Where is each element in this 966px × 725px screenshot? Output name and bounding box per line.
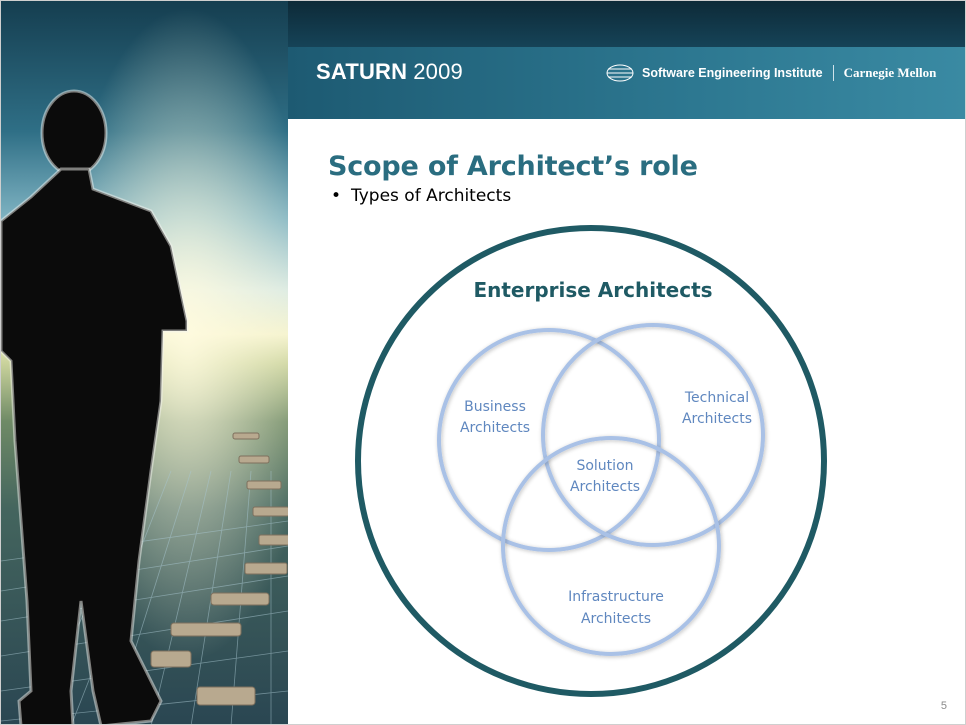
sei-globe-icon xyxy=(606,64,634,82)
business-architects-circle xyxy=(437,328,661,552)
enterprise-architects-label: Enterprise Architects xyxy=(473,278,712,302)
header-divider xyxy=(832,65,834,81)
infrastructure-architects-circle xyxy=(501,436,721,656)
solution-architects-label-line2: Architects xyxy=(570,479,640,495)
bullet-text: Types of Architects xyxy=(351,186,512,206)
business-architects-label-line1: Business xyxy=(464,399,526,415)
infrastructure-architects-label-line1: Infrastructure xyxy=(568,589,664,605)
technical-architects-label-line1: Technical xyxy=(684,390,749,406)
institute-lockup: Software Engineering Institute Carnegie … xyxy=(606,64,936,82)
university-name: Carnegie Mellon xyxy=(843,65,937,80)
brand-year: 2009 xyxy=(413,59,463,84)
solution-architects-label-line1: Solution xyxy=(576,458,633,474)
brand-name: SATURN xyxy=(316,59,408,84)
institute-name: Software Engineering Institute xyxy=(642,66,823,80)
technical-architects-label-line2: Architects xyxy=(682,411,752,427)
page-number: 5 xyxy=(940,700,947,712)
bullet-item: • Types of Architects xyxy=(331,186,511,206)
silhouette-photo xyxy=(1,1,288,724)
enterprise-architects-circle xyxy=(355,225,827,697)
technical-architects-circle xyxy=(541,323,765,547)
header-band-banner xyxy=(288,47,965,119)
bullet-marker: • xyxy=(331,186,342,206)
infrastructure-architects-label-line2: Architects xyxy=(581,611,651,627)
slide-title: Scope of Architect’s role xyxy=(328,151,698,182)
business-architects-label-line2: Architects xyxy=(460,420,530,436)
